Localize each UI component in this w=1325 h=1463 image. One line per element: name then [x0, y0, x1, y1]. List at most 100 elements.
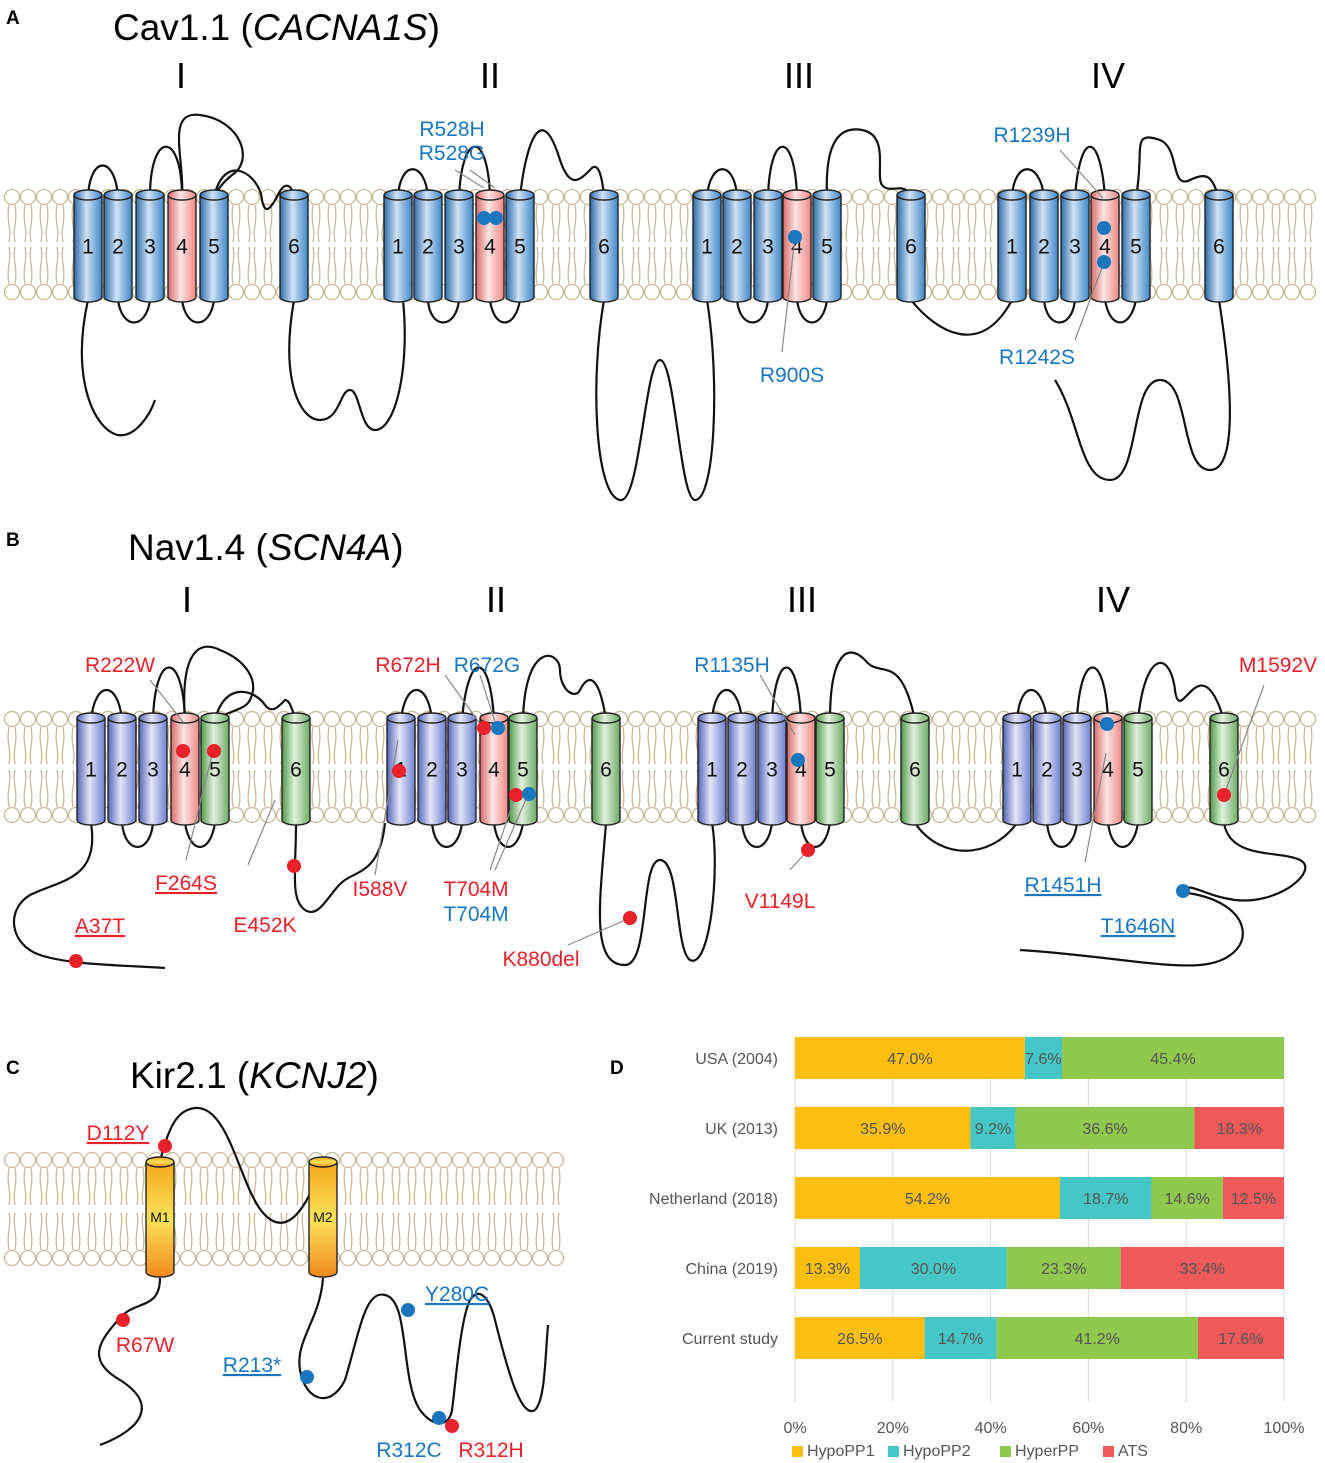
voltage-sensor-helix: 4 — [475, 189, 505, 303]
panel-b-leaders — [149, 674, 1265, 946]
x-tick-label: 0% — [783, 1420, 806, 1437]
category-label: USA (2004) — [695, 1051, 778, 1068]
bar-segment — [795, 1037, 1025, 1079]
transmembrane-helix: 2 — [1032, 712, 1062, 826]
helix-label: 5 — [824, 758, 836, 781]
helix-label: 6 — [600, 758, 612, 781]
helix-label: 6 — [1213, 235, 1225, 258]
helix-label: 1 — [85, 758, 97, 781]
mutation-label: R528G — [419, 142, 486, 165]
domain-label: IV — [1091, 55, 1125, 96]
transmembrane-helix: 5 — [812, 189, 842, 303]
bar-segment — [996, 1317, 1198, 1359]
helix-label: 6 — [598, 235, 610, 258]
domain-label: I — [176, 55, 186, 96]
bar-segment — [1197, 1317, 1284, 1359]
transmembrane-helix: 2 — [103, 189, 133, 303]
mutation-label: R672G — [454, 654, 521, 677]
transmembrane-helix: 1 — [73, 189, 103, 303]
domain-label: III — [784, 55, 814, 96]
transmembrane-helix: 3 — [1062, 712, 1092, 826]
mutation-label: Y280C — [425, 1283, 489, 1306]
mutation-label: T704M — [443, 878, 508, 901]
transmembrane-helix: 2 — [417, 712, 447, 826]
panel-b: B Nav1.4 (SCN4A) — [6, 527, 1317, 971]
panel-a-title: Cav1.1 (CACNA1S) — [113, 7, 440, 48]
helix-label: 6 — [905, 235, 917, 258]
bar-segment — [1060, 1177, 1152, 1219]
helix-label: 1 — [1006, 235, 1018, 258]
panel-b-mutation-labels: R222W F264S E452K A37T R672H R672G I588V… — [75, 654, 1317, 971]
transmembrane-helix: 1 — [997, 189, 1027, 303]
data-label: 41.2% — [1075, 1331, 1120, 1348]
kir-m2-helix: M2 — [308, 1156, 338, 1278]
bar-segment — [860, 1247, 1007, 1289]
panel-b-backbone — [12, 645, 1307, 970]
mutation-label: E452K — [233, 914, 296, 937]
helix-label: 5 — [1132, 758, 1144, 781]
transmembrane-helix: 2 — [1029, 189, 1059, 303]
mutation-label: D112Y — [87, 1122, 150, 1145]
data-label: 33.4% — [1180, 1261, 1225, 1278]
transmembrane-helix: 2 — [413, 189, 443, 303]
pore-helix: 5 — [508, 712, 538, 826]
helix-label: 1 — [82, 235, 94, 258]
panel-a-mutation-dots — [477, 211, 1111, 269]
data-label: 14.7% — [938, 1331, 983, 1348]
transmembrane-helix: 1 — [697, 712, 727, 826]
panel-a-backbone — [80, 113, 1231, 502]
mutation-label: R312C — [376, 1439, 441, 1462]
helix-label: 1 — [701, 235, 713, 258]
x-tick-label: 100% — [1264, 1420, 1305, 1437]
helix-label: 5 — [209, 758, 221, 781]
helix-label: 1 — [392, 235, 404, 258]
helix-label: 2 — [112, 235, 124, 258]
helix-label: 6 — [1218, 758, 1230, 781]
category-label: Current study — [682, 1331, 778, 1348]
helix-label: 4 — [1099, 235, 1111, 258]
mutation-label: T704M — [443, 903, 508, 926]
transmembrane-helix: 1 — [692, 189, 722, 303]
panel-a-leaders — [454, 149, 1104, 353]
domain-label: IV — [1096, 579, 1130, 620]
legend-label: ATS — [1118, 1443, 1148, 1460]
domain-label: II — [486, 579, 506, 620]
transmembrane-helix: 5 — [1121, 189, 1151, 303]
data-label: 7.6% — [1025, 1051, 1061, 1068]
transmembrane-helix: 2 — [722, 189, 752, 303]
bar-segment — [795, 1247, 861, 1289]
mutation-label: R1451H — [1024, 874, 1101, 897]
data-label: 35.9% — [860, 1121, 905, 1138]
kir-m1-helix: M1 — [145, 1156, 175, 1278]
helix-label: 2 — [116, 758, 128, 781]
membrane — [3, 1151, 565, 1267]
category-label: UK (2013) — [705, 1121, 778, 1138]
mutation-label: V1149L — [745, 890, 816, 913]
helix-label: 4 — [488, 758, 500, 781]
voltage-sensor-helix: 4 — [167, 189, 197, 303]
panel-d: D 47.0%7.6%45.4%35.9%9.2%36.6%18.3%54.2%… — [610, 1037, 1304, 1460]
data-label: 18.3% — [1217, 1121, 1262, 1138]
transmembrane-helix: 1 — [76, 712, 106, 826]
data-label: 26.5% — [837, 1331, 882, 1348]
helix-label: 6 — [909, 758, 921, 781]
mutation-label: R213* — [223, 1354, 281, 1377]
bar-segment — [1006, 1247, 1121, 1289]
transmembrane-helix: 6 — [896, 189, 926, 303]
transmembrane-helix: 3 — [1060, 189, 1090, 303]
bar-segment — [795, 1177, 1061, 1219]
transmembrane-helix: 1 — [383, 189, 413, 303]
bar-segment — [795, 1317, 925, 1359]
mutation-label: M1592V — [1239, 654, 1317, 677]
bar-segment — [1024, 1037, 1062, 1079]
legend-label: HyperPP — [1015, 1443, 1079, 1460]
transmembrane-helix: 6 — [279, 189, 309, 303]
domain-label: II — [480, 55, 500, 96]
transmembrane-helix: 2 — [727, 712, 757, 826]
pore-helix: 5 — [200, 712, 230, 826]
mutation-label: R312H — [458, 1439, 523, 1462]
transmembrane-helix: 3 — [138, 712, 168, 826]
domain-label: I — [182, 579, 192, 620]
helix-label: 4 — [176, 235, 188, 258]
mutation-label: A37T — [75, 915, 125, 938]
